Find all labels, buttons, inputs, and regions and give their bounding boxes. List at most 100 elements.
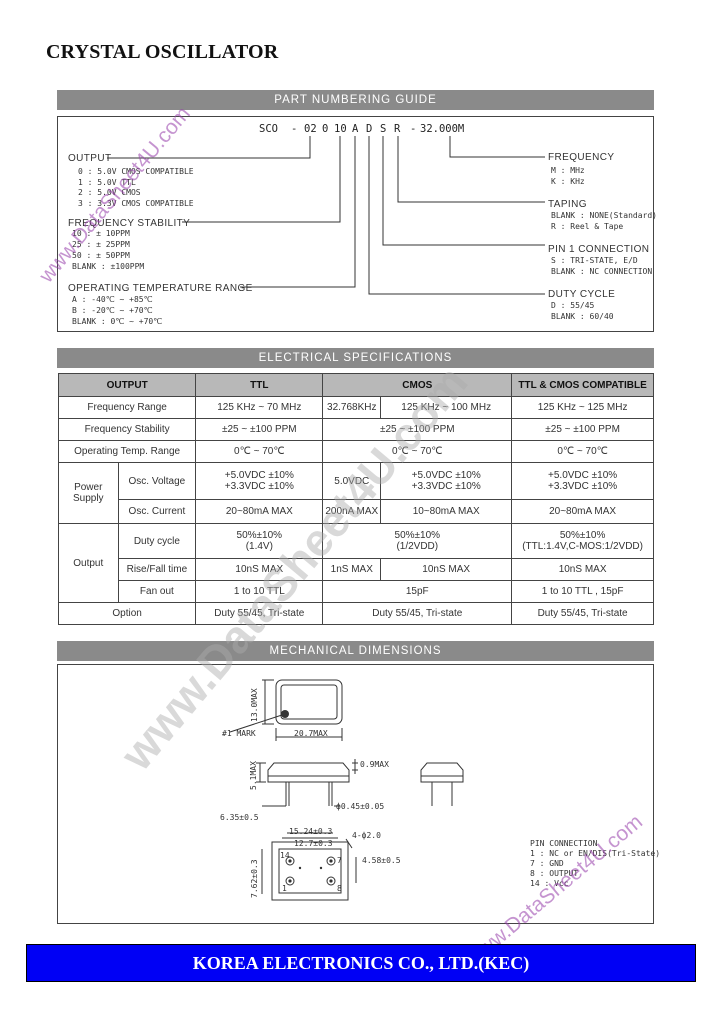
- pin-connection-14: 14 : Vcc: [530, 879, 569, 888]
- dim-lead: 0.9MAX: [360, 760, 389, 769]
- pin1-group-title: PIN 1 CONNECTION: [548, 244, 650, 255]
- part-number-connectors: [107, 136, 545, 295]
- pin-number-8: 8: [337, 884, 342, 893]
- cell-voltage-compat: +5.0VDC ±10% +3.3VDC ±10%: [511, 462, 654, 500]
- header-ttl: TTL: [195, 373, 324, 397]
- voltage-ttl-2: +3.3VDC ±10%: [224, 481, 294, 492]
- duty-cmos-1: 50%±10%: [394, 530, 441, 541]
- pn-taping: R: [394, 123, 401, 135]
- taping-item-0: BLANK : NONE(Standard): [551, 211, 657, 220]
- voltage-cmos-1: +5.0VDC ±10%: [411, 470, 481, 481]
- pin-connection-1: 1 : NC or EN/DIS(Tri-State): [530, 849, 661, 858]
- output-item-0: 0 : 5.0V CMOS COMPATIBLE: [78, 167, 194, 176]
- dim-pin-diameter: ф0.45±0.05: [336, 802, 385, 811]
- pn-series: SCO: [259, 123, 278, 135]
- cell-option-cmos: Duty 55/45, Tri-state: [322, 602, 513, 625]
- pn-dash-1: -: [291, 123, 298, 135]
- cell-current-compat: 20~80mA MAX: [511, 499, 654, 524]
- duty-cmos-2: (1/2VDD): [396, 541, 439, 552]
- header-output: OUTPUT: [57, 373, 197, 397]
- pn-frequency: 32.000M: [420, 123, 465, 135]
- stability-item-1: 25 : ± 25PPM: [72, 240, 130, 249]
- pn-duty: D: [366, 123, 373, 135]
- frequency-group-title: FREQUENCY: [548, 152, 615, 163]
- table-row: Frequency Range 125 KHz ~ 70 MHz 32.768K…: [57, 396, 654, 419]
- pin-connection-title: PIN CONNECTION: [530, 839, 598, 848]
- duty-group-title: DUTY CYCLE: [548, 289, 616, 300]
- pin-number-14: 14: [280, 851, 290, 860]
- mechanical-header: MECHANICAL DIMENSIONS: [57, 641, 654, 661]
- pin-number-7: 7: [337, 856, 342, 865]
- part-numbering-box: [57, 116, 654, 332]
- mechanical-box: [57, 664, 654, 924]
- dim-pitch-x2: 12.7±0.3: [294, 839, 333, 848]
- temp-item-2: BLANK : 0℃ ~ +70℃: [72, 317, 163, 326]
- dim-pitch-y2: 4.58±0.5: [362, 856, 401, 865]
- power-label-1: Power: [74, 482, 103, 493]
- table-row: Operating Temp. Range 0℃ ~ 70℃ 0℃ ~ 70℃ …: [57, 440, 654, 463]
- header-compat: TTL & CMOS COMPATIBLE: [511, 373, 654, 397]
- dim-width: 20.7MAX: [294, 729, 328, 738]
- cell-duty-compat: 50%±10% (TTL:1.4V,C-MOS:1/2VDD): [511, 523, 654, 559]
- table-row: Option Duty 55/45, Tri-state Duty 55/45,…: [57, 602, 654, 625]
- taping-group-title: TAPING: [548, 199, 587, 210]
- cell-option-compat: Duty 55/45, Tri-state: [511, 602, 654, 625]
- pn-output: 02: [304, 123, 317, 135]
- frequency-item-0: M : MHz: [551, 166, 585, 175]
- table-row: Frequency Stability ±25 ~ ±100 PPM ±25 ~…: [57, 418, 654, 441]
- frequency-item-1: K : KHz: [551, 177, 585, 186]
- power-label-2: Supply: [72, 493, 104, 504]
- pin1-item-0: S : TRI-STATE, E/D: [551, 256, 638, 265]
- voltage-cmos-2: +3.3VDC ±10%: [411, 481, 481, 492]
- footer-company: KOREA ELECTRONICS CO., LTD.(KEC): [26, 944, 696, 982]
- duty-compat-2: (TTL:1.4V,C-MOS:1/2VDD): [522, 541, 643, 552]
- dim-height-side: 5.1MAX: [249, 761, 258, 790]
- pn-zero: 0: [322, 123, 329, 135]
- output-group-title: OUTPUT: [68, 153, 112, 164]
- stability-item-0: 10 : ± 10PPM: [72, 229, 130, 238]
- taping-item-1: R : Reel & Tape: [551, 222, 624, 231]
- stability-item-3: BLANK : ±100PPM: [72, 262, 145, 271]
- voltage-compat-1: +5.0VDC ±10%: [548, 470, 618, 481]
- duty-item-1: BLANK : 60/40: [551, 312, 614, 321]
- pin-number-1: 1: [282, 884, 287, 893]
- voltage-ttl-1: +5.0VDC ±10%: [224, 470, 294, 481]
- dim-pin-length: 6.35±0.5: [220, 813, 259, 822]
- pin-connection-7: 7 : GND: [530, 859, 564, 868]
- duty-item-0: D : 55/45: [551, 301, 595, 310]
- temp-item-1: B : -20℃ ~ +70℃: [72, 306, 153, 315]
- row-label-output: Output: [58, 523, 119, 603]
- part-numbering-header: PART NUMBERING GUIDE: [57, 90, 654, 110]
- electrical-header: ELECTRICAL SPECIFICATIONS: [57, 348, 654, 368]
- output-item-3: 3 : 3.3V CMOS COMPATIBLE: [78, 199, 194, 208]
- stability-item-2: 50 : ± 50PPM: [72, 251, 130, 260]
- row-label-option: Option: [57, 602, 197, 625]
- table-row: Rise/Fall time 10nS MAX 1nS MAX 10nS MAX…: [59, 558, 654, 581]
- temp-item-0: A : -40℃ ~ +85℃: [72, 295, 153, 304]
- dim-pitch-y: 7.62±0.3: [250, 859, 259, 898]
- voltage-compat-2: +3.3VDC ±10%: [548, 481, 618, 492]
- duty-ttl-1: 50%±10%: [236, 530, 283, 541]
- output-item-1: 1 : 5.0V TTL: [78, 178, 136, 187]
- dim-hole: 4-ф2.0: [352, 831, 381, 840]
- temp-group-title: OPERATING TEMPERATURE RANGE: [68, 283, 253, 294]
- pn-temp: A: [352, 123, 359, 135]
- dim-height-top: 13.0MAX: [250, 688, 259, 722]
- pin-connection-8: 8 : OUTPUT: [530, 869, 579, 878]
- row-label-duty: Duty cycle: [117, 523, 197, 559]
- pn-dash-2: -: [410, 123, 417, 135]
- pn-pin1: S: [380, 123, 387, 135]
- cell-duty-ttl: 50%±10% (1.4V): [195, 523, 324, 559]
- table-header-row: OUTPUT TTL CMOS TTL & CMOS COMPATIBLE: [57, 373, 654, 397]
- row-label-power-supply: Power Supply: [58, 462, 119, 524]
- duty-compat-1: 50%±10%: [559, 530, 606, 541]
- pin1-item-1: BLANK : NC CONNECTION: [551, 267, 653, 276]
- dim-pitch-x: 15.24±0.3: [289, 827, 333, 836]
- cell-option-ttl: Duty 55/45, Tri-state: [195, 602, 324, 625]
- duty-ttl-2: (1.4V): [245, 541, 273, 552]
- stability-group-title: FREQUENCY STABILITY: [68, 218, 191, 229]
- pin1-mark-label: #1 MARK: [222, 729, 256, 738]
- pn-stability: 10: [334, 123, 347, 135]
